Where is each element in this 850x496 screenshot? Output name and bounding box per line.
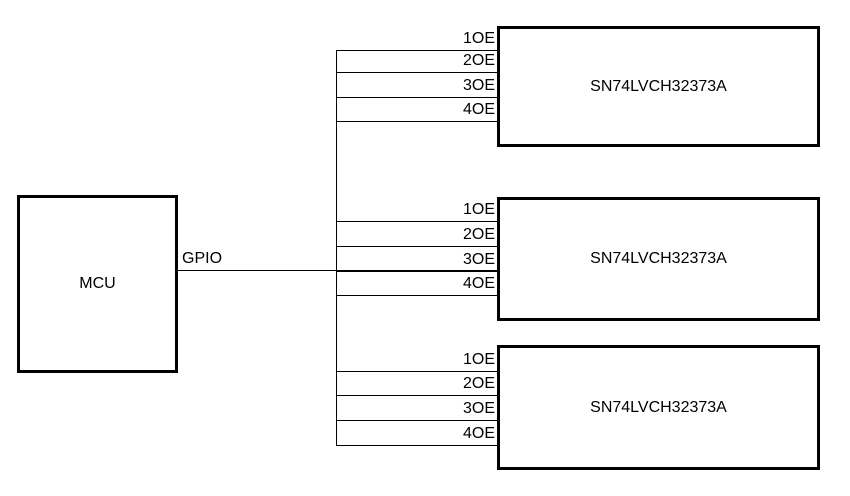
gpio-net-label: GPIO [182,250,223,267]
buffer3-oe4-wire [336,445,497,447]
gpio-wire [178,270,497,272]
buffer1-oe4-wire [336,121,497,123]
buffer2-oe1-pin-label: 1OE [462,201,495,218]
buffer1-box: SN74LVCH32373A [497,26,820,147]
buffer1-oe1-wire [336,50,497,52]
buffer3-oe1-pin-label: 1OE [462,351,495,368]
buffer2-part-label: SN74LVCH32373A [590,250,727,267]
buffer3-oe4-pin-label: 4OE [462,425,495,442]
buffer1-oe2-pin-label: 2OE [462,52,495,69]
buffer1-oe4-pin-label: 4OE [462,101,495,118]
buffer3-oe1-wire [336,371,497,373]
buffer2-oe4-wire [336,295,497,297]
buffer1-oe3-wire [336,97,497,99]
buffer3-oe3-pin-label: 3OE [462,400,495,417]
buffer3-part-label: SN74LVCH32373A [590,398,727,416]
buffer2-oe2-wire [336,246,497,248]
buffer2-oe3-wire [336,271,497,273]
buffer3-oe3-wire [336,420,497,422]
buffer2-oe4-pin-label: 4OE [462,275,495,292]
buffer3-box: SN74LVCH32373A [497,345,820,470]
mcu-label: MCU [79,275,116,292]
oe-fanout-bus-wire [336,50,338,446]
buffer1-oe3-pin-label: 3OE [462,77,495,94]
buffer1-oe1-pin-label: 1OE [462,30,495,47]
buffer1-part-label: SN74LVCH32373A [590,77,727,95]
buffer1-oe2-wire [336,72,497,74]
buffer2-oe1-wire [336,221,497,223]
buffer2-box: SN74LVCH32373A [497,197,820,321]
mcu-box: MCU [17,195,178,373]
buffer3-oe2-wire [336,395,497,397]
buffer3-oe2-pin-label: 2OE [462,375,495,392]
buffer2-oe3-pin-label: 3OE [462,251,495,268]
buffer2-oe2-pin-label: 2OE [462,226,495,243]
